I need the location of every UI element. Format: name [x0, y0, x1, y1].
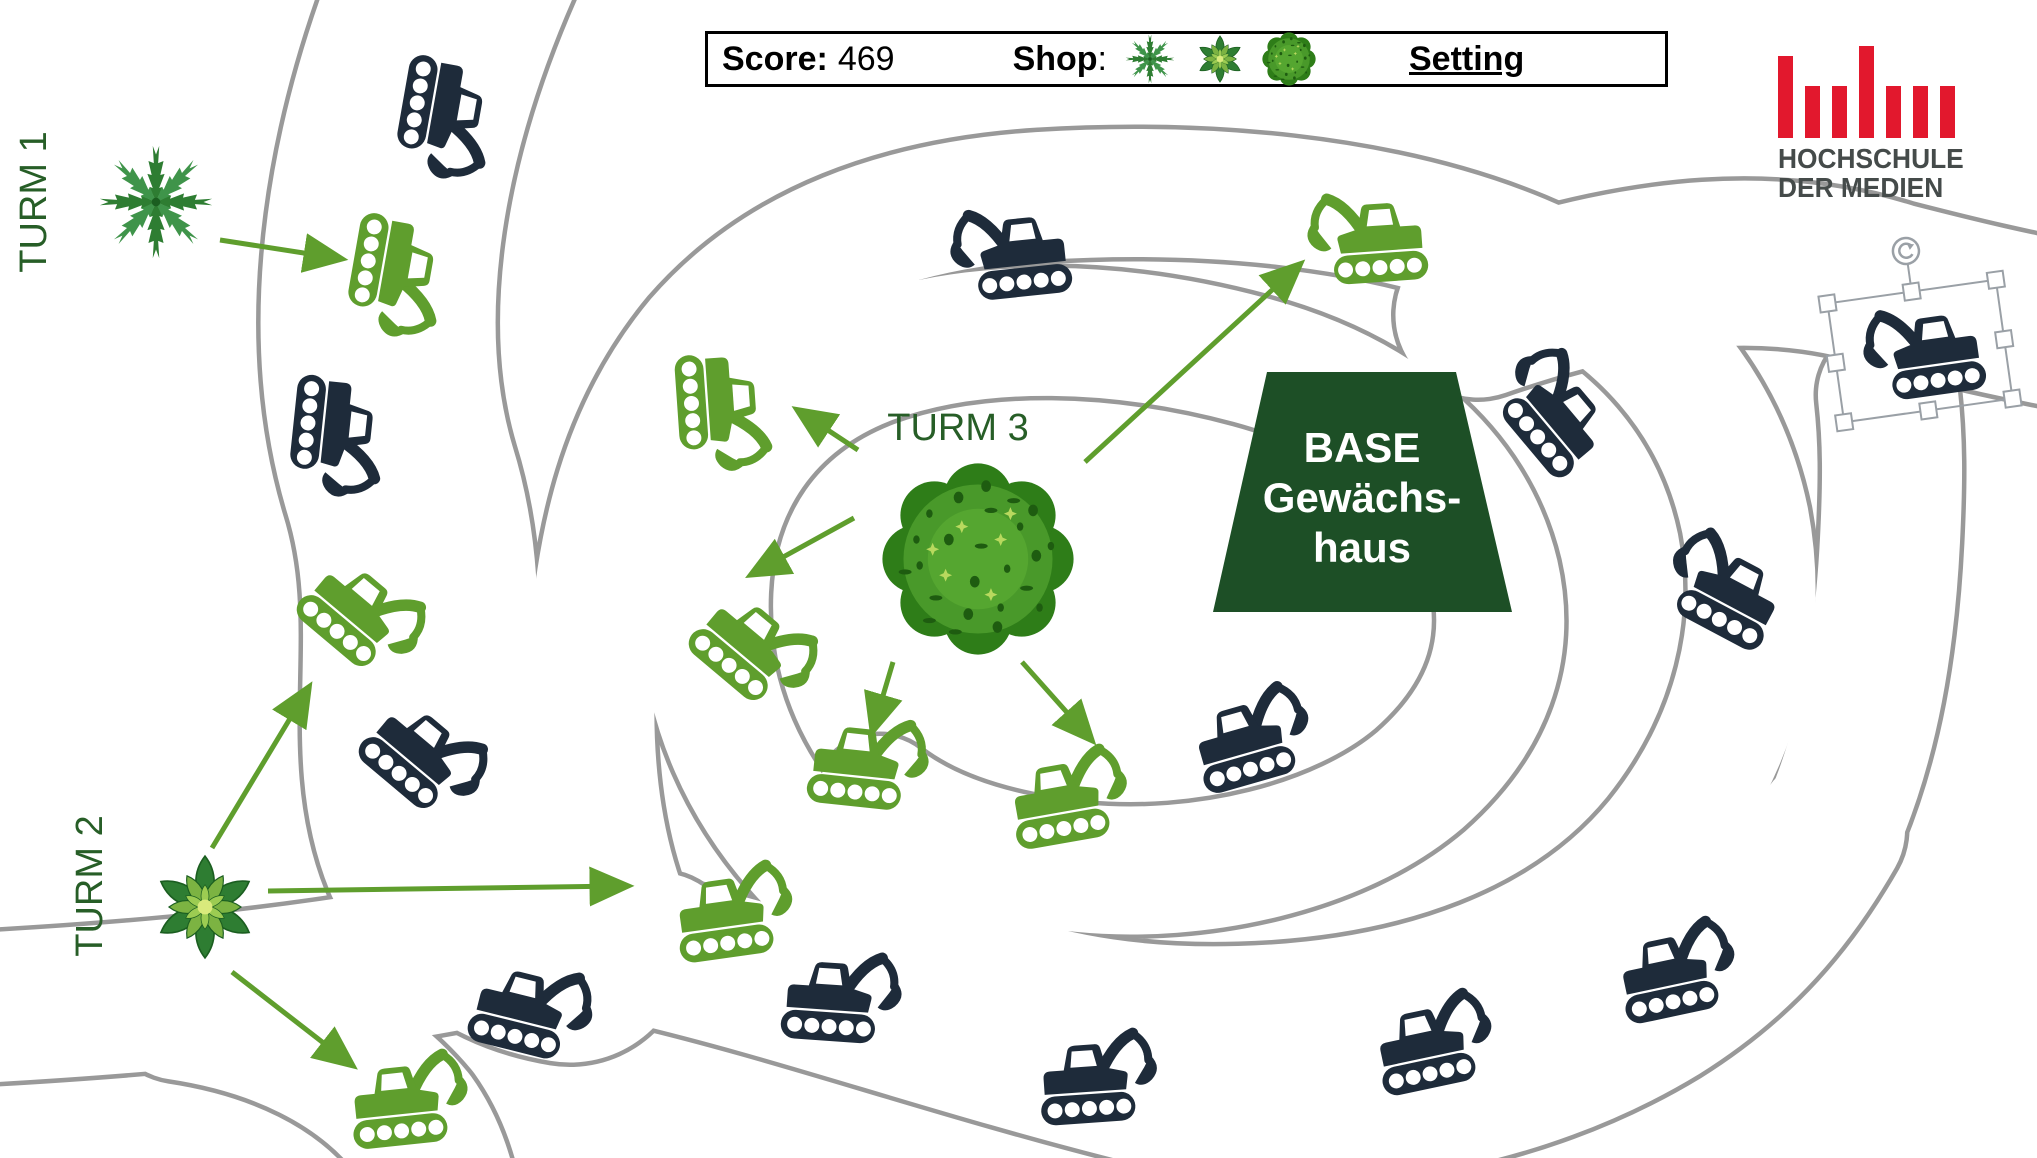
- logo-line2: DER MEDIEN: [1778, 172, 1944, 203]
- base-greenhouse: BASE Gewächs- haus: [1213, 372, 1512, 612]
- tower-range-arrow-4: [230, 970, 358, 1070]
- logo-bar: [1778, 56, 1793, 138]
- tower-range-arrow-3: [267, 866, 635, 907]
- label-turm2: TURM 2: [69, 815, 111, 956]
- selection-handle[interactable]: [1817, 293, 1838, 314]
- label-turm3: TURM 3: [887, 407, 1028, 449]
- tower-range-arrow-9: [1020, 660, 1097, 746]
- tower-range-arrow-1: [219, 233, 349, 273]
- tower-range-arrow-5: [791, 406, 860, 453]
- score-display: Score: 469: [722, 40, 895, 79]
- tower-range-arrow-8: [864, 661, 903, 738]
- tower-fern[interactable]: [100, 146, 212, 258]
- road-fill: [526, 129, 1816, 1075]
- tower-range-arrow-7: [745, 515, 856, 579]
- setting-link[interactable]: Setting: [1409, 39, 1525, 78]
- selection-handle[interactable]: [1985, 269, 2006, 290]
- logo-bar: [1913, 86, 1928, 138]
- logo-bar: [1859, 46, 1874, 138]
- logo-bar: [1940, 86, 1955, 138]
- tower-range-arrow-6: [1083, 259, 1306, 464]
- label-turm1: TURM 1: [13, 131, 55, 272]
- shop-item-broccoli[interactable]: [1261, 31, 1317, 87]
- hdm-logo: HOCHSCHULE DER MEDIEN: [1778, 46, 1978, 202]
- selection-handle[interactable]: [1918, 400, 1939, 421]
- selection-handle[interactable]: [1994, 329, 2015, 350]
- score-value: 469: [837, 39, 895, 78]
- selection-box[interactable]: [1812, 225, 2023, 433]
- selection-handle[interactable]: [1834, 412, 1855, 433]
- logo-bar: [1805, 86, 1820, 138]
- logo-bar: [1886, 86, 1901, 138]
- logo-line1: HOCHSCHULE: [1778, 143, 1964, 174]
- hdm-logo-bars-icon: [1778, 46, 1978, 138]
- selection-handle[interactable]: [1901, 281, 1922, 302]
- hud-bar: Score: 469 Shop: Setting: [705, 31, 1668, 87]
- tower-broccoli[interactable]: [882, 463, 1074, 655]
- shop-label: Shop:: [1012, 39, 1107, 78]
- base-line2: Gewächs-: [1263, 474, 1461, 521]
- logo-bar: [1832, 86, 1847, 138]
- shop-item-flower[interactable]: [1193, 32, 1247, 86]
- road-fill: [1760, 325, 1963, 900]
- shop-section: Shop:: [1013, 30, 1317, 88]
- score-label: Score:: [722, 39, 828, 78]
- base-line3: haus: [1313, 524, 1411, 571]
- base-line1: BASE: [1304, 424, 1421, 471]
- selection-handle[interactable]: [1825, 352, 1846, 373]
- selection-handle[interactable]: [2002, 388, 2023, 409]
- shop-item-fern[interactable]: [1121, 30, 1179, 88]
- tower-range-arrow-2: [209, 681, 313, 850]
